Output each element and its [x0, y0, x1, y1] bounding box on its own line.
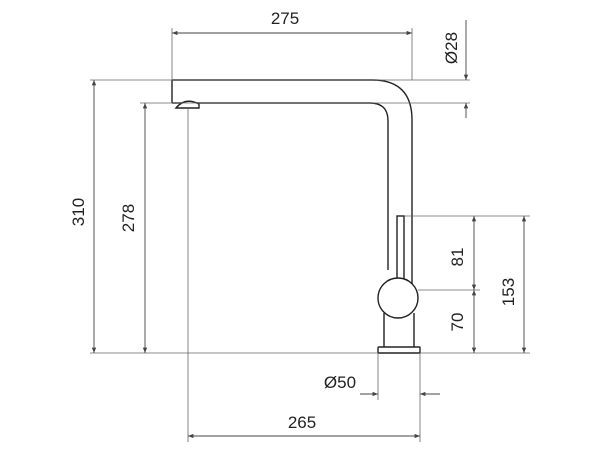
dim-label-handle-upper: 81 — [448, 248, 467, 267]
spout-inner-outline — [172, 102, 389, 270]
dim-label-spout-length: 275 — [271, 9, 299, 28]
dim-label-outlet-height: 278 — [119, 204, 138, 232]
lower-body — [383, 313, 415, 347]
base-plate — [377, 346, 421, 354]
handle-knob — [377, 277, 419, 319]
dim-label-base-diameter: Ø50 — [324, 373, 356, 392]
dim-label-handle-total: 153 — [499, 278, 518, 306]
dim-label-overall-height: 310 — [69, 198, 88, 226]
dim-label-reach: 265 — [288, 413, 316, 432]
spout-outline — [172, 79, 413, 285]
tap-outline — [171, 79, 421, 354]
dim-label-spout-diameter: Ø28 — [442, 32, 461, 64]
extension-lines — [90, 28, 530, 442]
dim-label-handle-lower: 70 — [448, 313, 467, 332]
handle-lever — [396, 215, 405, 285]
dimension-lines — [91, 20, 527, 439]
aerator-outlet — [174, 100, 200, 109]
